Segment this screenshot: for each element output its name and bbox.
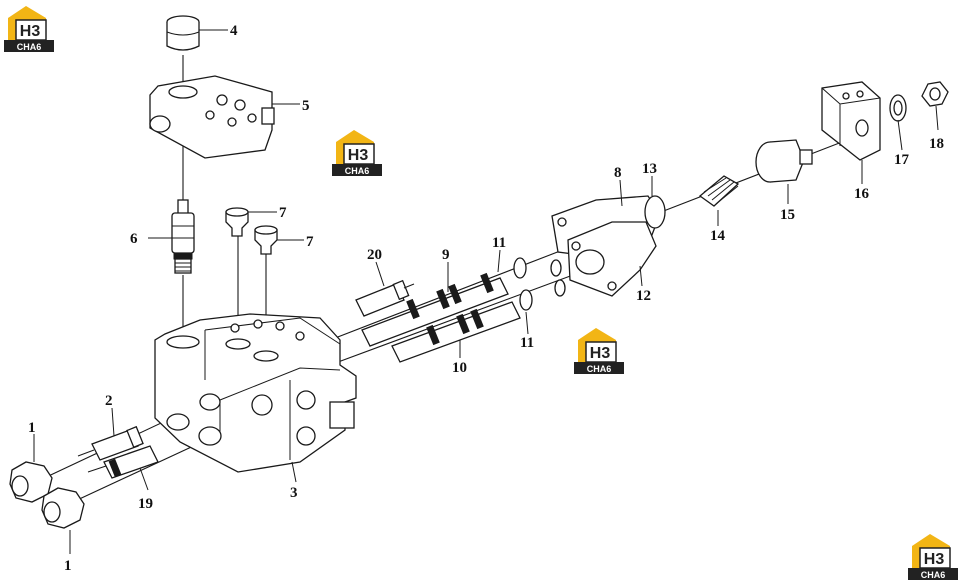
part-17-washer [889,94,907,122]
brand-logo: H3 CHA6 [573,327,625,375]
callout-9: 9 [442,247,450,263]
logo-text: CHA6 [17,42,42,52]
callout-7: 7 [306,234,314,250]
part-11-seal-lower [519,279,566,311]
brand-logo: H3 CHA6 [3,5,55,53]
part-7-plug-b [254,225,278,255]
logo-text: CHA6 [345,166,370,176]
callout-5: 5 [302,98,310,114]
callout-2: 2 [105,393,113,409]
brand-logo: H3 CHA6 [331,129,383,177]
brand-logo: H3 CHA6 [907,533,959,581]
callout-7: 7 [279,205,287,221]
part-20-plug [355,279,415,317]
callout-20: 20 [367,247,382,263]
callout-labels: 4 5 6 7 7 20 9 11 8 13 14 15 16 17 18 12… [28,23,944,574]
callout-4: 4 [230,23,238,39]
part-6-cartridge [171,199,195,274]
part-12-cover [567,221,657,297]
callout-1: 1 [28,420,36,436]
leader-lines [33,29,939,554]
callout-19: 19 [138,496,153,512]
part-1-nut-upper [9,461,53,503]
callout-11: 11 [520,335,534,351]
part-11-seal-upper [513,257,562,279]
callout-16: 16 [854,186,870,202]
callout-14: 14 [710,228,726,244]
part-9-spool [361,272,509,347]
part-5-top-housing [149,75,275,159]
callout-3: 3 [290,485,298,501]
callout-6: 6 [130,231,138,247]
logo-mark: H3 [20,23,41,40]
part-10-spool [391,301,521,363]
callout-11: 11 [492,235,506,251]
part-18-nut [921,81,949,107]
part-16-end-block [821,81,881,161]
part-1-nut-lower [41,487,85,529]
part-14-spring [698,175,740,207]
callout-12: 12 [636,288,651,304]
callout-10: 10 [452,360,467,376]
callout-1: 1 [64,558,72,574]
logo-text: CHA6 [587,364,612,374]
callout-17: 17 [894,152,910,168]
logo-text: CHA6 [921,570,946,580]
callout-18: 18 [929,136,944,152]
logo-mark: H3 [924,551,945,568]
logo-mark: H3 [590,345,611,362]
part-2-relief-valve [77,425,144,461]
part-4-cap [166,15,200,51]
callout-15: 15 [780,207,795,223]
part-15-adapter [755,139,813,183]
part-7-plug-a [225,207,249,237]
callout-8: 8 [614,165,622,181]
logo-mark: H3 [348,147,369,164]
part-3-valve-body [154,313,357,473]
part-19-relief-valve [87,445,159,479]
callout-13: 13 [642,161,657,177]
